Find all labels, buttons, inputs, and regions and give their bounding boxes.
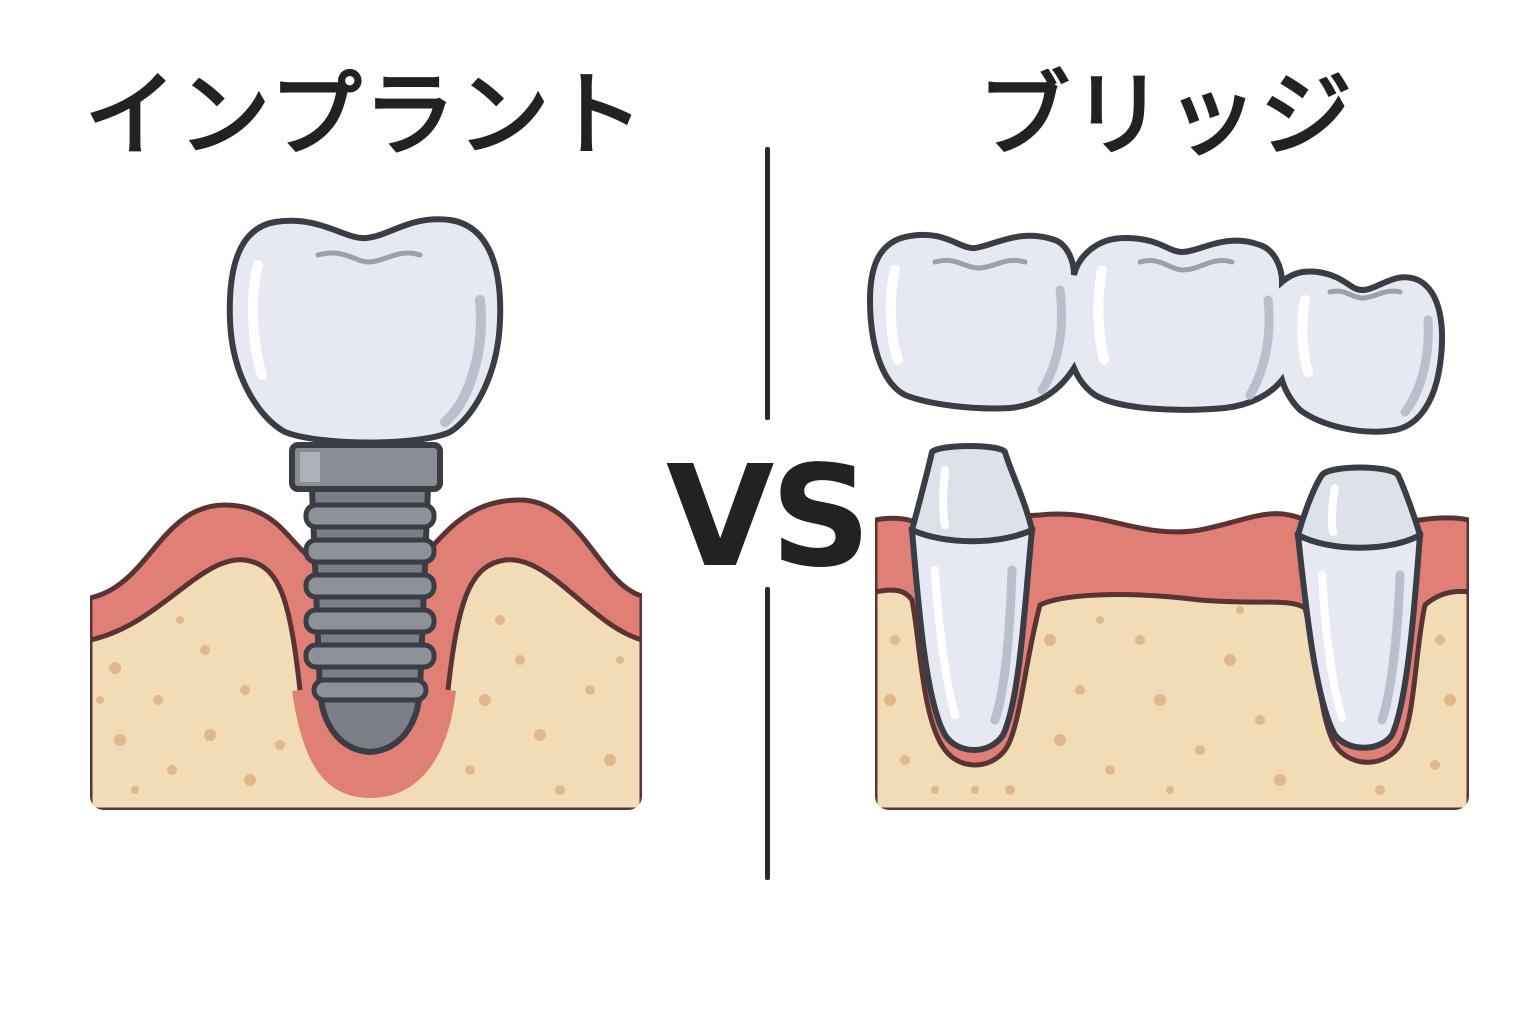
implant-title: インプラント bbox=[84, 62, 646, 169]
vs-label: VS bbox=[666, 436, 871, 599]
divider-bottom bbox=[765, 587, 770, 880]
abutment-tooth-icon bbox=[908, 443, 1036, 753]
bone-dots-right bbox=[884, 606, 1456, 795]
bone-dots-left bbox=[96, 615, 624, 795]
implant-screw-icon bbox=[289, 442, 443, 756]
divider-top bbox=[765, 147, 770, 420]
abutment-tooth-icon bbox=[1294, 464, 1424, 751]
bridge-crowns-icon bbox=[866, 231, 1446, 435]
implant-crown-icon bbox=[226, 216, 504, 446]
bone-right bbox=[875, 587, 1469, 810]
bridge-title: ブリッジ bbox=[977, 62, 1354, 169]
